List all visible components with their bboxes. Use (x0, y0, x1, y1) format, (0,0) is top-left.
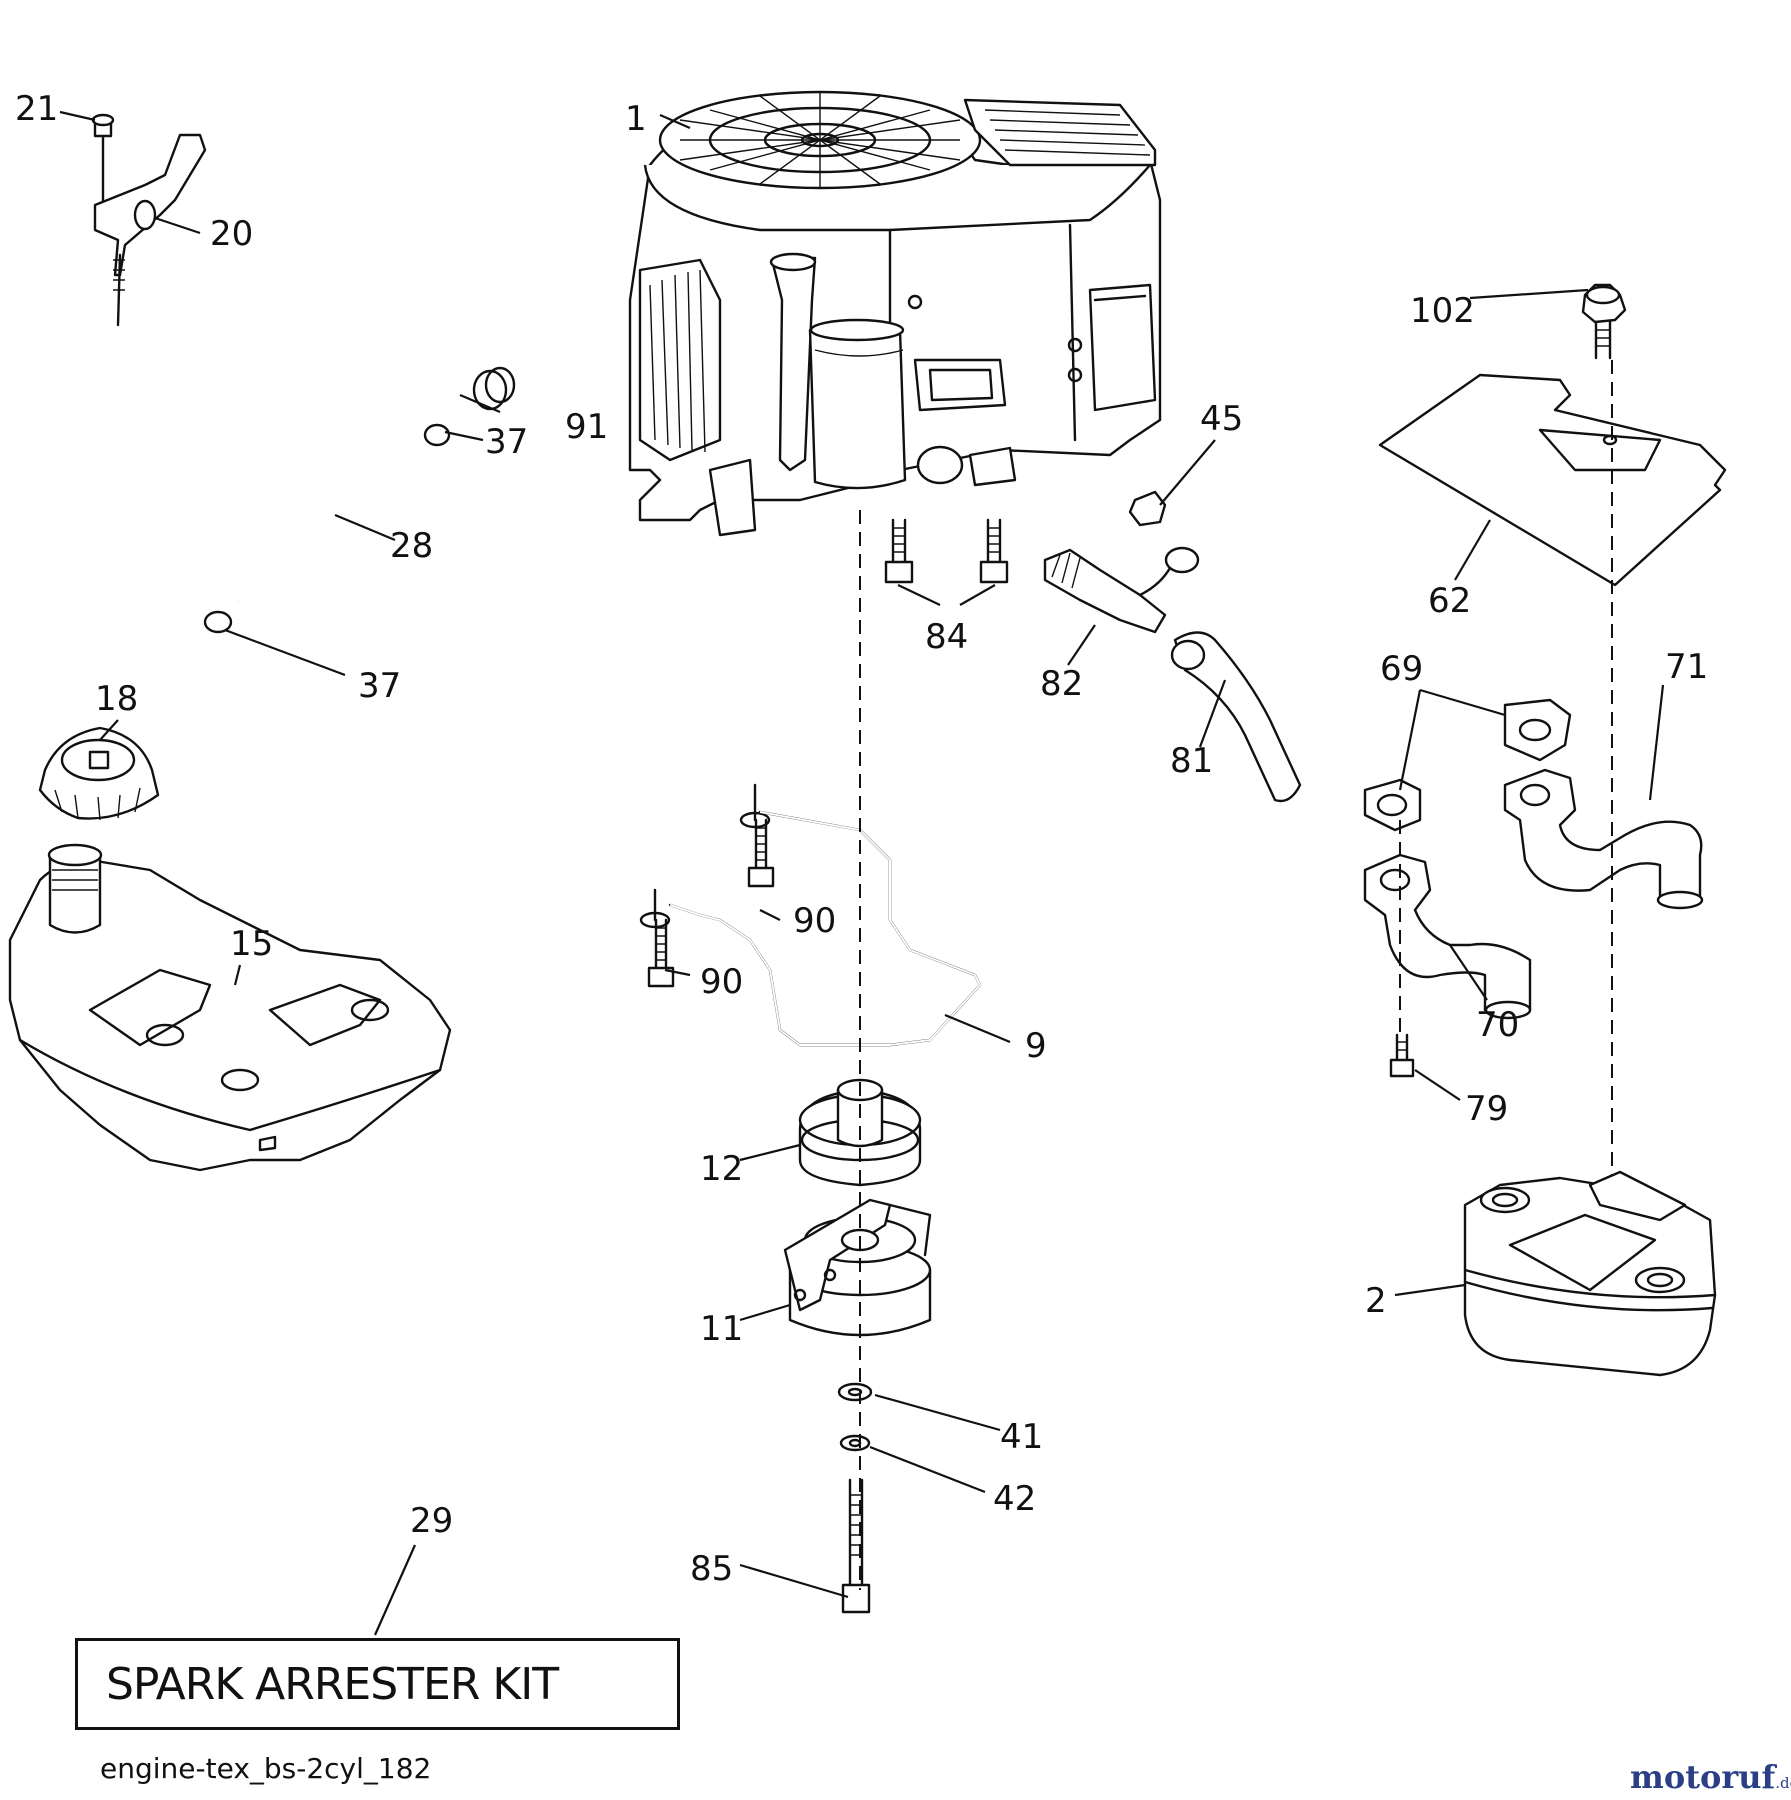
heat-shield-part (1378, 373, 1727, 587)
label-part-90-upper: 90 (793, 901, 836, 941)
spark-arrester-kit-label: SPARK ARRESTER KIT (106, 1659, 559, 1710)
label-part-1: 1 (625, 99, 647, 139)
label-part-70: 70 (1476, 1005, 1519, 1045)
watermark-tld: .de (1775, 1774, 1791, 1792)
washer-part (837, 1382, 873, 1452)
watermark-logo: motoruf.de (1630, 1758, 1791, 1796)
screw-part-102 (1581, 283, 1627, 360)
label-part-20: 20 (210, 214, 253, 254)
label-part-9: 9 (1025, 1026, 1047, 1066)
fuel-tank-part (8, 843, 452, 1172)
label-part-18: 18 (95, 679, 138, 719)
watermark-name: motoruf (1630, 1758, 1776, 1796)
fuel-cap-part (38, 726, 160, 821)
bracket-part-9 (668, 810, 982, 1047)
label-part-21: 21 (15, 89, 58, 129)
label-part-71: 71 (1665, 647, 1708, 687)
label-part-82: 82 (1040, 664, 1083, 704)
pulley-part (798, 1078, 922, 1187)
bolt-part-84 (884, 518, 1009, 584)
label-part-28: 28 (390, 526, 433, 566)
label-part-37-top: 37 (485, 422, 528, 462)
exhaust-pipe-part-70 (1363, 853, 1532, 1020)
nut-part-45 (1128, 490, 1167, 527)
drain-hose-part (1170, 631, 1302, 803)
label-part-42: 42 (993, 1479, 1036, 1519)
throttle-control-part (91, 113, 207, 327)
muffler-part (1463, 1170, 1717, 1377)
label-part-29: 29 (410, 1501, 453, 1541)
clutch-part (783, 1198, 932, 1337)
bolt-part-85 (841, 1478, 871, 1614)
fuel-line-part (203, 423, 451, 634)
gasket-part-69 (1363, 698, 1572, 832)
label-part-12: 12 (700, 1149, 743, 1189)
engine-part (628, 90, 1162, 537)
label-part-2: 2 (1365, 1281, 1387, 1321)
label-part-79: 79 (1465, 1089, 1508, 1129)
label-part-62: 62 (1428, 581, 1471, 621)
diagram-reference-code: engine-tex_bs-2cyl_182 (100, 1752, 432, 1785)
spark-arrester-kit-box: SPARK ARRESTER KIT (75, 1638, 680, 1730)
label-part-91: 91 (565, 407, 608, 447)
label-part-11: 11 (700, 1309, 743, 1349)
cap-part-91 (472, 366, 516, 411)
label-part-69: 69 (1380, 649, 1423, 689)
label-part-84: 84 (925, 617, 968, 657)
drain-valve-part (1043, 546, 1200, 634)
label-part-37-bottom: 37 (358, 666, 401, 706)
screw-part-90 (639, 783, 775, 988)
label-part-45: 45 (1200, 399, 1243, 439)
part-labels: 1 21 20 91 37 28 37 18 15 84 82 81 45 10… (15, 89, 1708, 1589)
label-part-90-lower: 90 (700, 962, 743, 1002)
leader-lines (59, 110, 1665, 1636)
label-part-41: 41 (1000, 1417, 1043, 1457)
label-part-85: 85 (690, 1549, 733, 1589)
bolt-part-79 (1389, 1033, 1415, 1078)
label-part-81: 81 (1170, 741, 1213, 781)
label-part-102: 102 (1410, 291, 1475, 331)
label-part-15: 15 (230, 924, 273, 964)
exhaust-pipe-part-71 (1503, 768, 1704, 910)
